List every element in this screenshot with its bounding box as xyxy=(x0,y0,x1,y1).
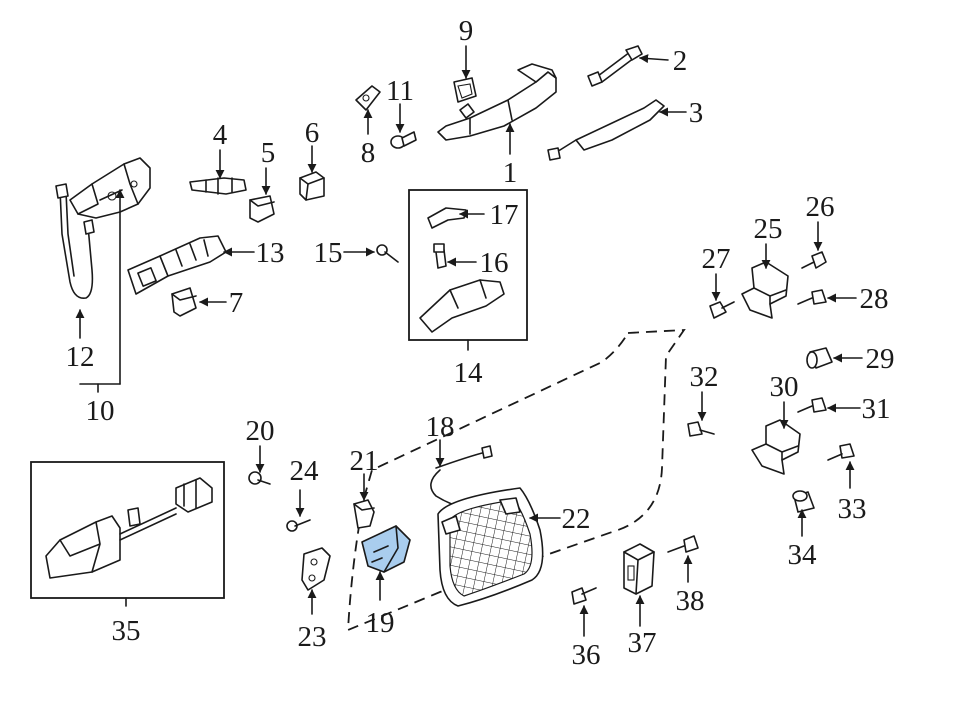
callout-1[interactable]: 1 xyxy=(503,157,518,189)
callout-8[interactable]: 8 xyxy=(361,137,376,169)
callout-13[interactable]: 13 xyxy=(256,237,285,269)
bolt-24[interactable] xyxy=(286,519,311,532)
gasket[interactable] xyxy=(355,85,381,111)
callout-32[interactable]: 32 xyxy=(690,361,719,393)
callout-28[interactable]: 28 xyxy=(860,283,889,315)
callout-27[interactable]: 27 xyxy=(702,243,731,275)
callout-11[interactable]: 11 xyxy=(386,75,414,107)
callout-6[interactable]: 6 xyxy=(305,117,320,149)
handle-pad[interactable] xyxy=(453,77,477,103)
lock-cylinder[interactable] xyxy=(127,235,227,295)
callout-5[interactable]: 5 xyxy=(261,137,276,169)
callout-21[interactable]: 21 xyxy=(350,445,379,477)
door-check[interactable] xyxy=(45,477,213,579)
callout-2[interactable]: 2 xyxy=(673,45,688,77)
screw-15[interactable] xyxy=(376,244,399,263)
leader-arrows xyxy=(75,45,863,637)
bushing-29[interactable] xyxy=(806,347,833,369)
callout-7[interactable]: 7 xyxy=(229,287,244,319)
callout-3[interactable]: 3 xyxy=(689,97,704,129)
callout-36[interactable]: 36 xyxy=(572,639,601,671)
end-cap[interactable] xyxy=(171,287,197,317)
bolt-33[interactable] xyxy=(827,443,855,461)
bolt-36[interactable] xyxy=(571,587,597,605)
access-panel[interactable] xyxy=(437,487,544,607)
bolt-31[interactable] xyxy=(797,397,827,413)
bolt-27[interactable] xyxy=(709,301,735,319)
callout-30[interactable]: 30 xyxy=(770,371,799,403)
callout-34[interactable]: 34 xyxy=(788,539,818,571)
door-check-box xyxy=(30,461,225,599)
callout-20[interactable]: 20 xyxy=(246,415,275,447)
callout-22[interactable]: 22 xyxy=(562,503,591,535)
callout-31[interactable]: 31 xyxy=(862,393,891,425)
callout-24[interactable]: 24 xyxy=(290,455,320,487)
bezel-cap[interactable] xyxy=(427,207,467,229)
release-cable[interactable] xyxy=(55,183,95,299)
bolt-20[interactable] xyxy=(248,471,271,485)
callout-9[interactable]: 9 xyxy=(459,15,474,47)
handle-rod[interactable] xyxy=(587,45,643,87)
callout-25[interactable]: 25 xyxy=(754,213,783,245)
handle-screw[interactable] xyxy=(390,131,417,149)
retainer-clip[interactable] xyxy=(433,243,447,269)
outside-handle[interactable] xyxy=(437,63,557,141)
callout-4[interactable]: 4 xyxy=(213,119,228,151)
handle-cover-trim[interactable] xyxy=(547,99,665,161)
callout-33[interactable]: 33 xyxy=(838,493,867,525)
callout-labels: 1 2 3 4 5 6 7 8 9 10 11 12 13 14 15 16 1… xyxy=(66,15,895,671)
clip-21[interactable] xyxy=(353,499,375,529)
callout-17[interactable]: 17 xyxy=(490,199,519,231)
callout-15[interactable]: 15 xyxy=(314,237,343,269)
callout-18[interactable]: 18 xyxy=(426,411,455,443)
callout-38[interactable]: 38 xyxy=(676,585,705,617)
bolt-38[interactable] xyxy=(667,535,699,553)
callout-16[interactable]: 16 xyxy=(480,247,509,279)
callout-29[interactable]: 29 xyxy=(866,343,895,375)
callout-12[interactable]: 12 xyxy=(66,341,95,373)
bolt-32[interactable] xyxy=(687,421,715,437)
lock-cylinder-connector[interactable] xyxy=(189,177,247,195)
callout-10[interactable]: 10 xyxy=(86,395,115,427)
callout-14[interactable]: 14 xyxy=(454,357,484,389)
hinge-upper[interactable] xyxy=(741,261,789,319)
callout-19[interactable]: 19 xyxy=(366,607,395,639)
callout-26[interactable]: 26 xyxy=(806,191,835,223)
lock-cylinder-housing[interactable] xyxy=(69,157,151,219)
callout-23[interactable]: 23 xyxy=(298,621,327,653)
bolt-26[interactable] xyxy=(801,251,827,269)
bumper-37[interactable] xyxy=(623,543,655,595)
striker-bracket[interactable] xyxy=(301,547,331,591)
hinge-lower[interactable] xyxy=(751,419,801,475)
bushing-34[interactable] xyxy=(792,490,815,513)
door-outline xyxy=(347,329,686,632)
bolt-28[interactable] xyxy=(797,289,827,305)
callout-35[interactable]: 35 xyxy=(112,615,141,647)
small-cap[interactable] xyxy=(249,195,275,223)
inside-handle[interactable] xyxy=(419,279,505,333)
door-latch[interactable] xyxy=(361,525,411,573)
bezel-clip[interactable] xyxy=(299,171,325,201)
callout-37[interactable]: 37 xyxy=(628,627,657,659)
